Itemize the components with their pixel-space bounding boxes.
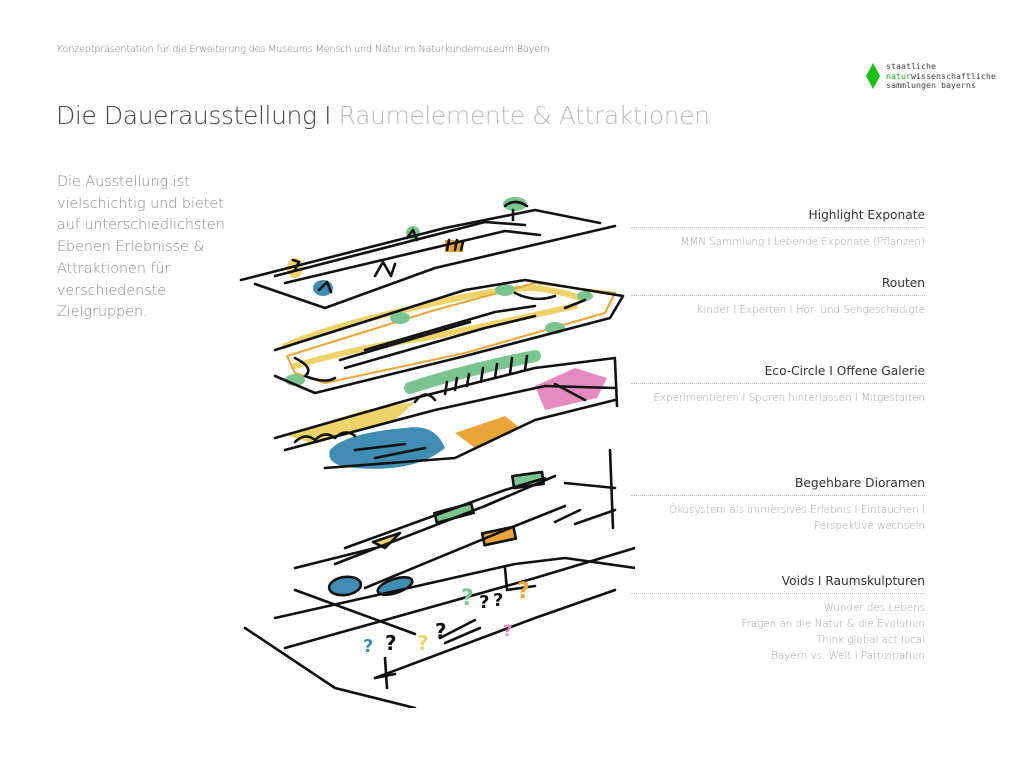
question-mark-orange: ? — [517, 579, 530, 604]
question-mark-green: ? — [461, 586, 474, 611]
legend-desc: Bayern vs. Welt I Partizipation — [771, 650, 925, 662]
legend-item-routen: Routen Kinder I Experten I Hör- und Sehg… — [631, 276, 925, 318]
legend-item-highlight-exponate: Highlight Exponate MMN Sammlung I Lebend… — [631, 208, 925, 250]
legend-desc: Kinder I Experten I Hör- und Sehgeschädi… — [696, 304, 925, 316]
svg-text:?: ? — [435, 619, 447, 643]
sketch-level-eco-circle — [273, 350, 619, 470]
legend-desc: Ökosystem als immersives Erlebnis I Eint… — [668, 504, 925, 516]
legend-item-begehbare-dioramen: Begehbare Dioramen Ökosystem als immersi… — [631, 476, 925, 534]
dotted-divider — [631, 495, 925, 496]
legend-desc: Perspektive wechseln — [813, 520, 925, 532]
question-mark-pink: ? — [503, 621, 512, 640]
dotted-divider — [631, 593, 925, 594]
svg-text:?: ? — [493, 590, 503, 611]
legend-desc: Fragen an die Natur & die Evolution — [741, 618, 925, 630]
logo-line-1: staatliche — [886, 61, 936, 71]
legend-title: Voids I Raumskulpturen — [781, 574, 925, 588]
dotted-divider — [631, 295, 925, 296]
legend-title: Begehbare Dioramen — [795, 476, 925, 490]
legend-title: Highlight Exponate — [808, 208, 925, 222]
legend-desc: Wunder des Lebens — [823, 602, 925, 614]
legend-desc: MMN Sammlung I Lebende Exponate (Pflanze… — [680, 236, 925, 248]
presentation-context-line: Konzeptpräsentation für die Erweiterung … — [57, 44, 550, 55]
dotted-divider — [631, 227, 925, 228]
legend-item-voids: Voids I Raumskulpturen Wunder des Lebens… — [631, 574, 925, 664]
sketch-level-dioramas — [293, 448, 617, 636]
sketch-level-highlights — [239, 197, 617, 310]
sketch-level-voids: ? ? ? ? ? ? ? ? ? — [243, 546, 635, 708]
green-diamond-icon — [866, 63, 880, 90]
legend-title: Routen — [881, 276, 925, 290]
legend-desc: Experimentieren I Spuren hinterlassen I … — [653, 392, 925, 404]
logo-text: staatliche naturwissenschaftliche sammlu… — [886, 61, 996, 91]
logo-highlight: natur — [886, 70, 911, 81]
page-title-separator: I — [316, 101, 339, 130]
logo-line-2-rest: wissenschaftliche — [910, 70, 996, 81]
svg-text:?: ? — [479, 592, 489, 613]
page-title: Die Dauerausstellung I Raumelemente & At… — [56, 101, 710, 130]
page-title-sub: Raumelemente & Attraktionen — [338, 101, 710, 130]
dotted-divider — [631, 383, 925, 384]
exhibition-levels-sketch: ? ? ? ? ? ? ? ? ? — [239, 197, 635, 708]
legend-title: Eco-Circle I Offene Galerie — [764, 364, 925, 378]
legend-desc: Think global act local — [815, 634, 925, 646]
svg-text:?: ? — [385, 631, 397, 655]
question-mark-blue: ? — [363, 636, 373, 657]
page-title-main: Die Dauerausstellung — [56, 101, 317, 130]
question-mark-yellow: ? — [417, 631, 429, 655]
tree-icon — [503, 197, 527, 211]
sketch-level-routes — [273, 278, 625, 395]
institution-logo: staatliche naturwissenschaftliche sammlu… — [866, 61, 996, 91]
intro-paragraph: Die Ausstellung ist vielschichtig und bi… — [57, 174, 225, 321]
legend-item-eco-circle: Eco-Circle I Offene Galerie Experimentie… — [631, 364, 925, 406]
logo-line-3: sammlungen bayerns — [886, 80, 976, 90]
logo-line-2: naturwissenschaftliche — [886, 70, 996, 82]
